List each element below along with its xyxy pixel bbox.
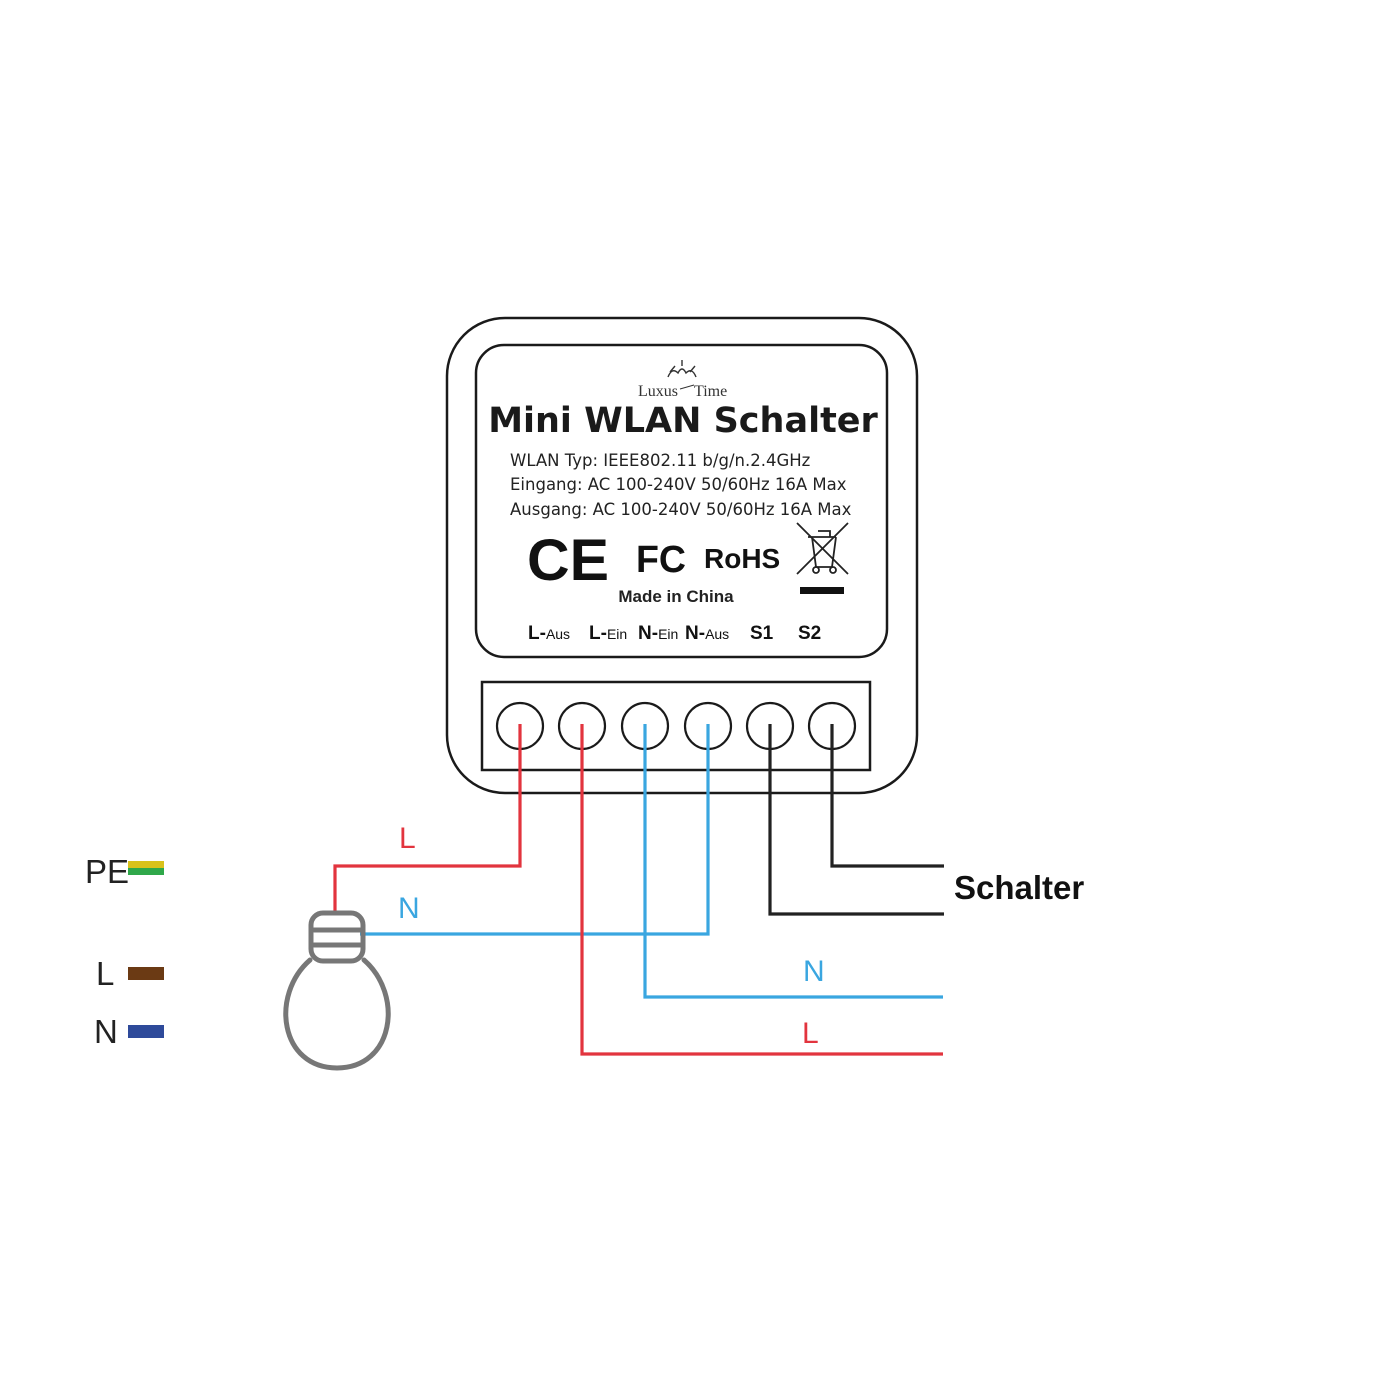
terminal-label-s2: S2	[798, 623, 821, 644]
wire-label-lamp-n: N	[398, 892, 420, 925]
wire-lamp-neutral	[360, 724, 710, 936]
wire-label-supply-l: L	[802, 1017, 819, 1050]
wire-supply-live	[580, 724, 943, 1056]
wire-switch-s1	[768, 724, 944, 916]
brand-name-left: Luxus	[638, 383, 678, 400]
terminal-label-n-aus: N-Aus	[685, 623, 729, 644]
legend-label-l: L	[96, 955, 114, 992]
made-in-label: Made in China	[618, 587, 734, 606]
spec-wlan: WLAN Typ: IEEE802.11 b/g/n.2.4GHz	[510, 451, 810, 470]
terminal-label-l-ein: L-Ein	[589, 623, 627, 644]
switch-label: Schalter	[954, 869, 1084, 906]
light-bulb-icon	[283, 910, 391, 1071]
terminal-label-s1: S1	[750, 623, 774, 644]
fcc-mark-icon: FC	[636, 539, 686, 581]
brand-dash	[679, 384, 695, 390]
wire-switch-s2	[830, 724, 944, 868]
legend-swatch-pe-top	[128, 861, 164, 868]
switch-module: Luxus Time Mini WLAN Schalter WLAN Typ: …	[445, 316, 919, 795]
device-title: Mini WLAN Schalter	[488, 401, 878, 441]
brand-logo: Luxus Time	[638, 360, 727, 400]
wire-color-legend: PE L N	[85, 853, 164, 1050]
brand-name-right: Time	[694, 383, 727, 400]
terminal-label-l-aus: L-Aus	[528, 623, 570, 644]
module-label-panel	[474, 343, 889, 659]
wire-label-supply-n: N	[803, 955, 825, 988]
legend-swatch-n	[128, 1025, 164, 1038]
crown-icon	[667, 360, 697, 378]
spec-input: Eingang: AC 100-240V 50/60Hz 16A Max	[510, 475, 847, 494]
legend-label-pe: PE	[85, 853, 129, 890]
terminal-block	[480, 680, 872, 772]
wire-label-lamp-l: L	[399, 822, 416, 855]
wire-supply-neutral	[643, 724, 943, 999]
wire-lamp-live	[333, 724, 522, 913]
ce-mark-icon: CE	[527, 528, 609, 593]
legend-label-n: N	[94, 1013, 118, 1050]
weee-bin-icon	[796, 522, 849, 594]
terminal-label-n-ein: N-Ein	[638, 623, 678, 644]
spec-output: Ausgang: AC 100-240V 50/60Hz 16A Max	[510, 500, 852, 519]
legend-swatch-l	[128, 967, 164, 980]
wires	[333, 724, 944, 1056]
rohs-mark-icon: RoHS	[704, 543, 780, 574]
legend-swatch-pe-bottom	[128, 868, 164, 875]
